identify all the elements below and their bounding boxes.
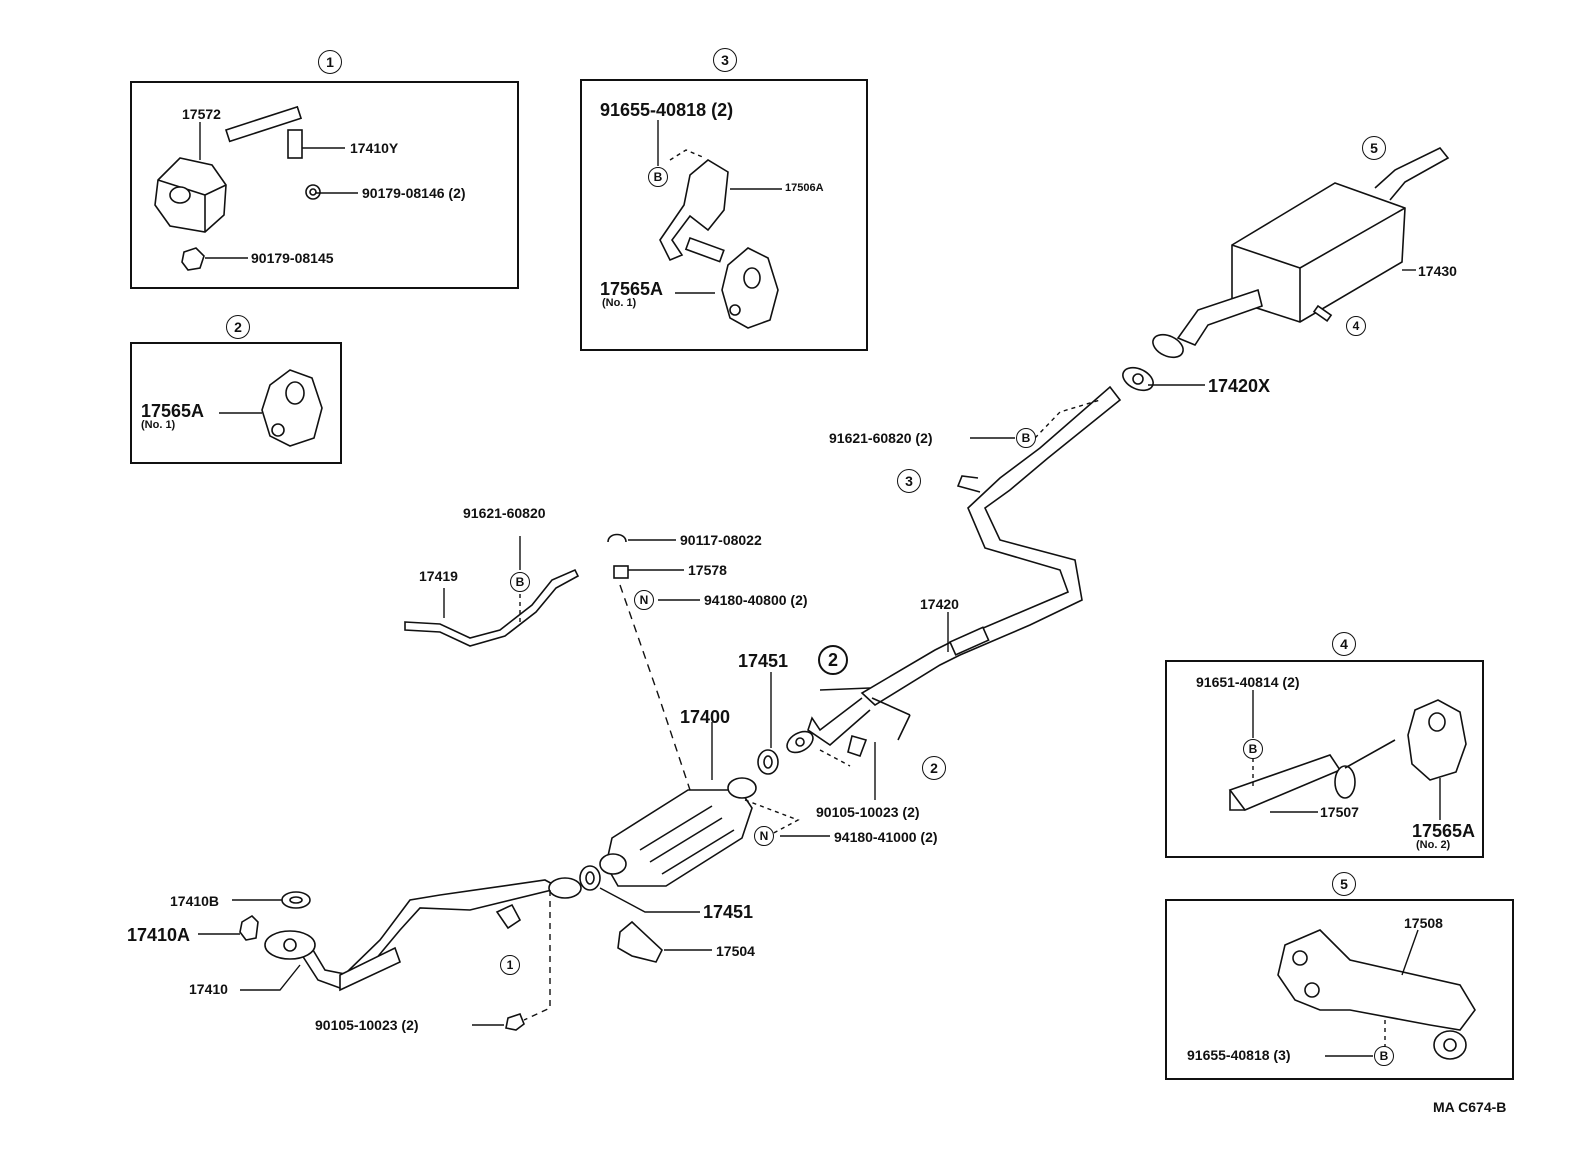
label-17410b: 17410B [170,893,220,909]
label-91651-40814: 91651-40814 (2) [1196,674,1300,690]
front-pipe-17410 [298,879,563,989]
label-17410: 17410 [189,981,228,997]
clip-90117-08022 [607,533,627,543]
label-17572: 17572 [182,106,221,122]
label-17578: 17578 [688,562,727,578]
callout-4-muffler: 4 [1346,316,1366,336]
callout-1-front-pipe: 1 [500,955,520,975]
label-17420x: 17420X [1208,376,1271,396]
box-4-parts [1228,699,1467,811]
callout-4-box-header: 4 [1332,632,1356,656]
box-4-frame [1165,660,1484,858]
callout-1-box-header: 1 [318,50,342,74]
label-90179-08146: 90179-08146 (2) [362,185,466,201]
bracket-17410y [224,105,303,143]
bracket-17508 [1277,929,1476,1031]
label-17565a-box4: 17565A [1412,821,1476,841]
label-90105-10023-lower: 90105-10023 (2) [315,1017,419,1033]
main-exhaust [239,146,1450,1031]
label-17451-lower: 17451 [703,902,754,922]
bolt-17410a [239,914,259,941]
label-no2-box4: (No. 2) [1416,839,1451,851]
box-5-parts [1277,929,1476,1060]
label-91655-40818-box3: 91655-40818 (2) [600,100,734,120]
callout-b-center-pipe: B [1016,428,1036,448]
box-2-frame [130,342,342,464]
heat-insulator-17504 [617,920,663,963]
label-91655-40818-box5: 91655-40818 (3) [1187,1047,1291,1063]
callout-5-box-header: 5 [1332,872,1356,896]
sensor-bracket-17419 [404,568,580,647]
callout-3-box-header: 3 [713,48,737,72]
diagram-code: MA C674-B [1433,1099,1507,1115]
callout-n-sensor: N [634,590,654,610]
label-90105-10023-upper: 90105-10023 (2) [816,804,920,820]
label-17565a-box3: 17565A [600,279,664,299]
box-1-parts [154,105,321,271]
callout-b-box5: B [1374,1046,1394,1066]
hanger-17565a-no2 [1407,699,1467,781]
label-17410y: 17410Y [350,140,399,156]
label-94180-41000: 94180-41000 (2) [834,829,938,845]
label-91621-60820: 91621-60820 [463,505,546,521]
label-17506a: 17506A [785,182,824,194]
callout-5-muffler: 5 [1362,136,1386,160]
label-90179-08145: 90179-08145 [251,250,334,266]
label-17420: 17420 [920,596,959,612]
box-3-frame [580,79,868,351]
nut-90179-08145 [181,247,205,271]
label-17504: 17504 [716,943,755,959]
box-2-parts [219,369,323,447]
label-no1-box3: (No. 1) [602,297,637,309]
callout-b-box3: B [648,167,668,187]
label-17400: 17400 [680,707,731,727]
box-5-frame [1165,899,1514,1080]
callout-2-box-header: 2 [226,315,250,339]
callout-3-pipe: 3 [897,469,921,493]
label-no1-box2: (No. 1) [141,419,176,431]
hanger-17565a-no1 [261,369,323,447]
label-17451-upper: 17451 [738,651,789,671]
callout-2-pipe-upper: 2 [818,645,848,675]
callout-n-converter: N [754,826,774,846]
label-17508: 17508 [1404,915,1443,931]
converter-17400 [605,789,753,887]
bracket-17506a [659,159,729,262]
label-17430: 17430 [1418,263,1457,279]
bracket-17507 [1228,754,1342,811]
bolt-90105-10023-upper [847,735,868,758]
center-pipe-17420 [860,385,1122,706]
label-17419: 17419 [419,568,458,584]
label-17410a: 17410A [127,925,191,945]
bolt-90105-10023-lower [505,1013,525,1031]
label-90117-08022: 90117-08022 [680,532,762,548]
nut-17578 [613,565,629,579]
label-17507: 17507 [1320,804,1359,820]
box-1-frame [130,81,519,289]
label-94180-40800: 94180-40800 (2) [704,592,808,608]
label-91621-60820-2: 91621-60820 (2) [829,430,933,446]
box-3-parts [659,159,779,329]
callout-b-box4: B [1243,739,1263,759]
callout-b-sensor: B [510,572,530,592]
callout-2-pipe-lower: 2 [922,756,946,780]
label-17565a-box2: 17565A [141,401,205,421]
